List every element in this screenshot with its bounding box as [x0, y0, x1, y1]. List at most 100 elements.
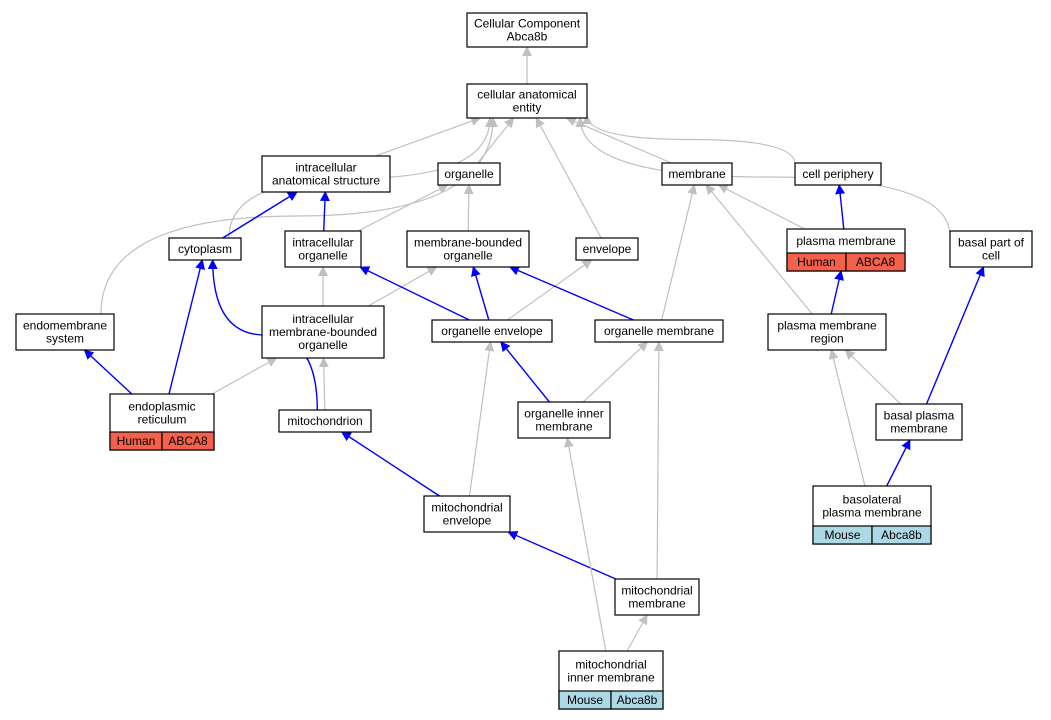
node-mitomem-box [614, 578, 700, 616]
edge-er-to-cytoplasm [168, 259, 205, 395]
edge-envelope-to-cae [535, 117, 602, 239]
edge-mbo-to-organelle [463, 184, 474, 232]
edge-plasmamem-to-membrane [717, 184, 806, 230]
node-cellperiph[interactable]: cell periphery [794, 162, 882, 186]
node-imbo-box [261, 305, 385, 359]
edge-orgmem-to-membrane [661, 184, 698, 321]
edge-mito-to-imbo [318, 357, 329, 411]
edge-orgmem-to-mbo [508, 265, 634, 321]
edge-mim-to-oim [563, 437, 607, 652]
node-mim-label-line: mitochondrial [575, 658, 646, 672]
edge-intraorg-to-ias [319, 191, 330, 232]
node-basalpart-label-line: basal part of [958, 236, 1025, 250]
node-blpm-label-line: basolateral [843, 493, 902, 507]
edge-pmregion-to-plasmamem [830, 270, 844, 315]
node-plasmamem-gene: ABCA8 [856, 255, 896, 269]
node-membrane[interactable]: membrane [661, 162, 733, 186]
node-er-label-line: endoplasmic [128, 400, 195, 414]
node-mim-species: Mouse [567, 693, 603, 707]
node-er-label-line: reticulum [138, 413, 187, 427]
node-er-species: Human [117, 434, 156, 448]
edge-intraorg-to-organelle [357, 184, 449, 232]
edge-blpm-to-pmregion [828, 349, 866, 487]
node-root-box [466, 12, 588, 48]
node-cae-box [466, 83, 588, 119]
node-orgmem-box [594, 319, 724, 343]
edge-cellperiph-to-cae [582, 114, 796, 164]
node-basalpm-label-line: membrane [890, 422, 948, 436]
node-imbo-label-line: intracellular [292, 312, 353, 326]
node-basalpm-label-line: basal plasma [884, 409, 955, 423]
node-envelope[interactable]: envelope [575, 237, 639, 261]
node-mito-box [278, 409, 372, 433]
node-root-label-line: Cellular Component [474, 17, 581, 31]
edge-membrane-to-cae [565, 116, 672, 164]
node-blpm-label-line: plasma membrane [822, 506, 922, 520]
node-mitomem-label-line: mitochondrial [621, 584, 692, 598]
node-envelope-label-line: envelope [583, 242, 632, 256]
node-blpm-gene: Abca8b [881, 528, 922, 542]
node-pmregion-box [767, 313, 887, 351]
edge-mim-to-mitomem [626, 614, 648, 652]
node-endomem-label-line: system [46, 332, 84, 346]
node-cae-label-line: cellular anatomical [477, 88, 576, 102]
node-cytoplasm[interactable]: cytoplasm [168, 237, 242, 261]
node-ias-label-line: intracellular [295, 161, 356, 175]
node-pmregion-label-line: plasma membrane [777, 319, 877, 333]
node-organelle[interactable]: organelle [437, 162, 501, 186]
node-blpm-species: Mouse [824, 528, 860, 542]
node-mbo-label-line: organelle [443, 249, 493, 263]
edge-pmregion-to-membrane [705, 184, 813, 315]
edge-orgenv-to-envelope [507, 259, 593, 321]
edge-er-to-endomem [83, 349, 133, 395]
node-mito[interactable]: mitochondrion [278, 409, 372, 433]
node-mbo-label-line: membrane-bounded [414, 236, 522, 250]
node-oim-label-line: membrane [535, 420, 593, 434]
node-mim-cell-bg [610, 690, 664, 710]
node-plasmamem-cell-bg [845, 252, 906, 272]
edge-mitomem-to-mitoenv [507, 531, 617, 580]
node-cellperiph-label-line: cell periphery [802, 167, 873, 181]
node-blpm-cell-bg [871, 525, 932, 545]
node-root-label-line: Abca8b [507, 30, 548, 44]
edges-layer [83, 46, 985, 652]
node-mito-label-line: mitochondrion [287, 414, 362, 428]
node-basalpm-box [875, 403, 963, 441]
edge-endomem-to-cae [100, 117, 498, 315]
node-ias-box [261, 155, 391, 193]
node-cytoplasm-label-line: cytoplasm [178, 242, 232, 256]
edge-mitoenv-to-orgenv [468, 341, 495, 497]
node-oim-label-line: organelle inner [524, 407, 603, 421]
node-intraorg-label-line: intracellular [292, 236, 353, 250]
node-endomem-box [15, 313, 115, 351]
edge-mitoenv-to-mito [340, 431, 440, 497]
edge-ias-to-cae [375, 116, 482, 157]
node-mitoenv-label-line: mitochondrial [431, 501, 502, 515]
edge-mitomem-to-orgmem [653, 341, 664, 580]
node-membrane-label-line: membrane [668, 167, 726, 181]
node-mitoenv-box [423, 495, 511, 533]
node-organelle-label-line: organelle [444, 167, 494, 181]
node-orgenv[interactable]: organelle envelope [431, 319, 553, 343]
node-oim-box [517, 401, 611, 439]
edge-basalpm-to-pmregion [844, 349, 902, 405]
node-imbo-label-line: membrane-bounded [269, 325, 377, 339]
node-orgmem[interactable]: organelle membrane [594, 319, 724, 343]
